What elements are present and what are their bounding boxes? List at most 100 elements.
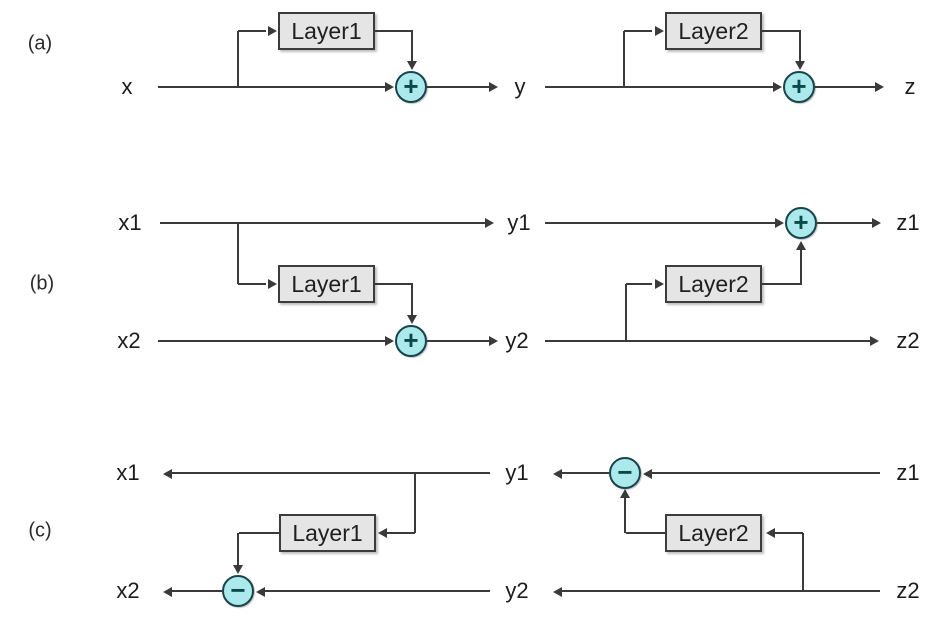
connector-line (652, 472, 880, 474)
connector-line (815, 86, 875, 88)
node-label-z: z (904, 74, 916, 99)
minus-icon: − (230, 575, 246, 605)
node-label-x: x (121, 74, 133, 99)
connector-line (817, 222, 872, 224)
subtract-op-node: − (609, 457, 641, 489)
row-label-a: (a) (27, 32, 53, 55)
row-label-b: (b) (29, 272, 55, 295)
arrow-right-icon (489, 82, 498, 92)
connector-line (237, 533, 239, 566)
connector-line (545, 222, 775, 224)
connector-line (238, 30, 266, 32)
connector-line (762, 283, 802, 285)
arrow-left-icon (378, 528, 387, 538)
row-label-c: (c) (28, 519, 52, 542)
subtract-op-node: − (222, 575, 254, 607)
node-label-y2: y2 (505, 578, 529, 603)
arrow-right-icon (775, 218, 784, 228)
arrow-up-icon (620, 489, 630, 498)
layer1-box: Layer1 (279, 514, 376, 552)
connector-line (562, 472, 609, 474)
node-label-x1: x1 (118, 210, 142, 235)
arrow-right-icon (485, 218, 494, 228)
arrow-left-icon (256, 587, 265, 597)
connector-line (375, 283, 413, 285)
arrow-right-icon (655, 279, 664, 289)
connector-line (625, 284, 627, 341)
add-op-node: + (785, 207, 817, 239)
connector-line (799, 31, 801, 62)
connector-line (237, 223, 239, 284)
node-label-x2: x2 (116, 578, 140, 603)
plus-icon: + (403, 325, 419, 355)
arrow-right-icon (773, 82, 782, 92)
connector-line (237, 31, 239, 87)
plus-icon: + (791, 71, 807, 101)
node-label-y: y (514, 74, 526, 99)
arrow-right-icon (385, 82, 394, 92)
connector-line (802, 533, 804, 591)
connector-line (375, 30, 413, 32)
connector-line (387, 532, 415, 534)
layer1-box: Layer1 (278, 12, 375, 50)
arrow-right-icon (489, 336, 498, 346)
plus-icon: + (793, 207, 809, 237)
connector-line (160, 222, 485, 224)
connector-line (265, 590, 490, 592)
arrow-right-icon (870, 336, 879, 346)
node-label-y2: y2 (505, 328, 529, 353)
arrow-right-icon (268, 279, 277, 289)
connector-line (626, 532, 665, 534)
connector-line (762, 30, 801, 32)
arrow-right-icon (655, 26, 664, 36)
connector-line (626, 283, 652, 285)
node-label-y1: y1 (505, 460, 529, 485)
connector-line (775, 532, 803, 534)
connector-line (623, 31, 625, 87)
arrow-down-icon (795, 61, 805, 70)
arrow-left-icon (766, 528, 775, 538)
arrow-right-icon (875, 82, 884, 92)
connector-line (624, 498, 626, 533)
connector-line (238, 283, 266, 285)
connector-line (427, 86, 489, 88)
arrow-left-icon (643, 469, 652, 479)
layer2-box: Layer2 (665, 514, 762, 552)
add-op-node: + (395, 71, 427, 103)
layer2-box: Layer2 (665, 12, 762, 50)
add-op-node: + (395, 325, 427, 357)
node-label-z1: z1 (896, 460, 920, 485)
connector-line (427, 340, 489, 342)
node-label-z1: z1 (896, 210, 920, 235)
arrow-right-icon (385, 336, 394, 346)
connector-line (545, 340, 870, 342)
add-op-node: + (783, 71, 815, 103)
arrow-down-icon (407, 61, 417, 70)
connector-line (411, 31, 413, 62)
node-label-y1: y1 (507, 210, 531, 235)
connector-line (800, 250, 802, 284)
node-label-z2: z2 (896, 578, 920, 603)
arrow-up-icon (796, 241, 806, 250)
connector-line (239, 532, 279, 534)
connector-line (172, 590, 222, 592)
arrow-left-icon (553, 469, 562, 479)
connector-line (624, 30, 652, 32)
arrow-left-icon (163, 587, 172, 597)
connector-line (158, 340, 388, 342)
connector-line (172, 472, 490, 474)
node-label-x1: x1 (116, 460, 140, 485)
arrow-right-icon (872, 218, 881, 228)
connector-line (158, 86, 390, 88)
layer2-box: Layer2 (665, 265, 762, 303)
minus-icon: − (617, 457, 633, 487)
connector-line (414, 473, 416, 533)
layer1-box: Layer1 (278, 265, 375, 303)
arrow-right-icon (268, 26, 277, 36)
connector-line (411, 284, 413, 316)
plus-icon: + (403, 71, 419, 101)
arrow-down-icon (233, 565, 243, 574)
node-label-x2: x2 (117, 328, 141, 353)
arrow-left-icon (553, 587, 562, 597)
